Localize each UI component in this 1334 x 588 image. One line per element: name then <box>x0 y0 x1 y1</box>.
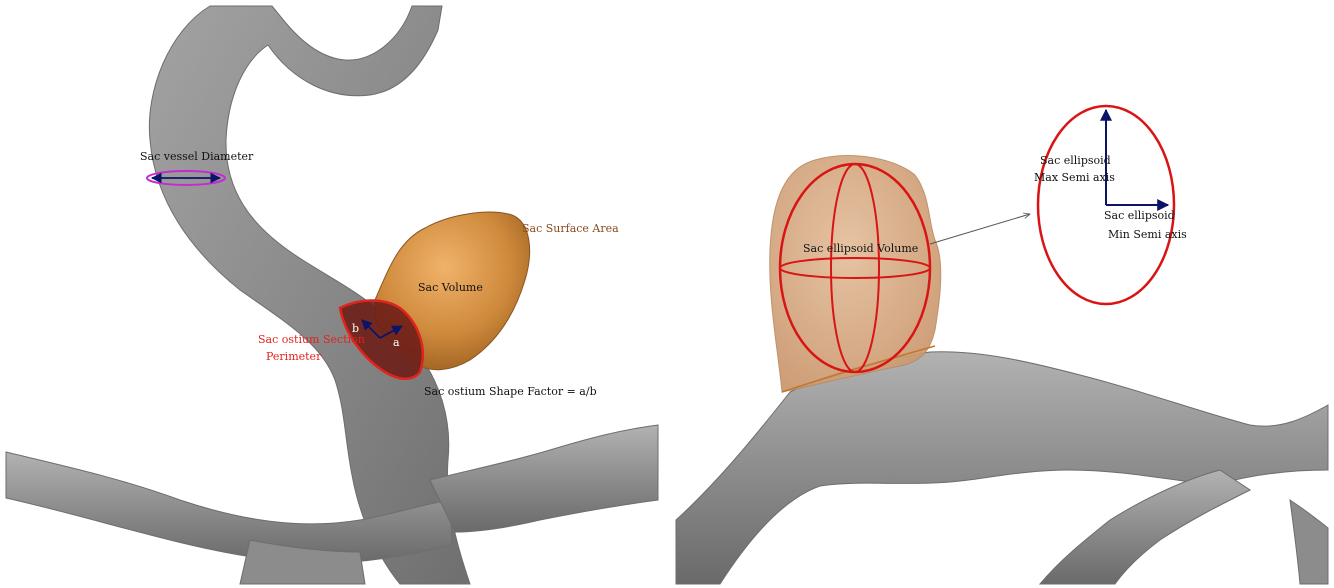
vessel-diameter-label: Sac vessel Diameter <box>140 150 254 163</box>
max-semi-axis-label-line2: Max Semi axis <box>1034 171 1115 184</box>
min-semi-axis-label-line1: Sac ellipsoid <box>1104 209 1175 222</box>
ostium-perimeter-label-line1: Sac ostium Section <box>258 333 365 346</box>
ostium-perimeter-label-line2: Perimeter <box>266 350 322 363</box>
surface-area-label: Sac Surface Area <box>522 222 619 235</box>
left-panel: b a Sac vessel Diameter Sac Surface Area… <box>6 6 658 584</box>
right-panel: Sac ellipsoid Volume Sac ellipsoid Max S… <box>676 6 1328 584</box>
min-semi-axis-label-line2: Min Semi axis <box>1108 228 1187 241</box>
max-semi-axis-label-line1: Sac ellipsoid <box>1040 154 1111 167</box>
volume-label: Sac Volume <box>418 281 483 294</box>
shape-factor-label: Sac ostium Shape Factor = a/b <box>424 385 597 398</box>
ostium-axis-a-label: a <box>393 336 400 349</box>
ellipsoid-volume-label: Sac ellipsoid Volume <box>803 242 918 255</box>
